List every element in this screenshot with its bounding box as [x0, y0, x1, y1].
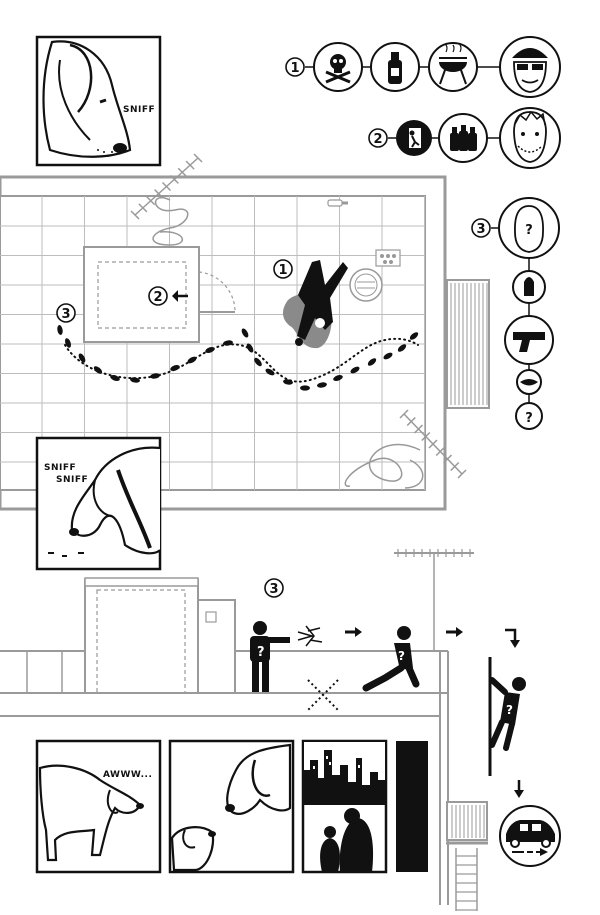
svg-text:?: ?	[398, 649, 405, 663]
svg-text:3: 3	[61, 307, 70, 322]
bottle-icon	[370, 42, 420, 92]
escape-sequence: 3 ? ? ?	[250, 578, 561, 867]
svg-text:SNIFF: SNIFF	[44, 463, 76, 473]
rooftop-floor-plan: 1 2 3	[0, 153, 490, 511]
man-with-cap-sunglasses-icon	[499, 36, 561, 98]
legend-row-1: 1	[285, 36, 561, 98]
legend-column-3: 3 ? ?	[471, 197, 560, 430]
svg-text:SNIFF: SNIFF	[56, 475, 88, 485]
antenna-bottom-right	[344, 409, 467, 489]
pistol-icon	[504, 315, 554, 365]
svg-text:?: ?	[525, 411, 533, 426]
svg-text:?: ?	[525, 223, 533, 238]
vent-grille	[446, 279, 490, 409]
marker-3-plan: 3	[56, 303, 76, 323]
question-icon: ?	[515, 402, 543, 430]
victim-body-outline	[283, 260, 348, 349]
skull-crossbones-icon	[313, 42, 363, 92]
marker-2-plan: 2	[148, 286, 188, 306]
marker-1-plan: 1	[273, 259, 293, 279]
svg-text:1: 1	[278, 263, 287, 278]
grill-icon	[428, 42, 478, 92]
panel-dogs-meeting	[168, 739, 295, 874]
antenna-top	[130, 153, 203, 246]
climbing-figure: ?	[489, 677, 526, 751]
panel-city-silhouette	[301, 739, 388, 874]
svg-text:3: 3	[269, 582, 278, 597]
dog-footprint-trail	[57, 325, 419, 391]
exit-door-icon	[396, 120, 432, 156]
shooter-figure: ?	[250, 621, 290, 692]
marker-3-escape: 3	[264, 578, 284, 598]
svg-text:2: 2	[373, 132, 382, 147]
svg-text:3: 3	[476, 222, 485, 237]
building-elevation	[0, 549, 488, 911]
svg-text:1: 1	[290, 61, 299, 76]
legend-row-2: 2	[368, 107, 561, 169]
lips-icon	[516, 369, 542, 395]
three-bottles-icon	[438, 113, 488, 163]
panel-dog-sniff-top: SNIFF	[35, 35, 162, 167]
grill-top-view	[349, 268, 383, 302]
bearded-man-icon	[499, 107, 561, 169]
unknown-person-icon: ?	[498, 197, 560, 259]
panel-dog-awww: AWWW...	[35, 739, 162, 874]
svg-text:AWWW...: AWWW...	[103, 770, 152, 780]
dice-board	[375, 249, 401, 267]
svg-text:SNIFF: SNIFF	[123, 105, 155, 115]
svg-text:?: ?	[506, 703, 513, 717]
svg-text:2: 2	[153, 290, 162, 305]
svg-text:?: ?	[257, 645, 265, 660]
x-mark-icon	[307, 679, 339, 711]
stairwell-hatch	[83, 246, 236, 343]
bullet-icon	[512, 270, 546, 304]
panel-black	[396, 741, 428, 872]
beer-bottle-on-floor	[327, 199, 348, 207]
running-figure: ?	[362, 626, 420, 692]
panel-dog-sniff-left: SNIFF SNIFF	[35, 436, 162, 571]
getaway-car-icon	[499, 805, 561, 867]
